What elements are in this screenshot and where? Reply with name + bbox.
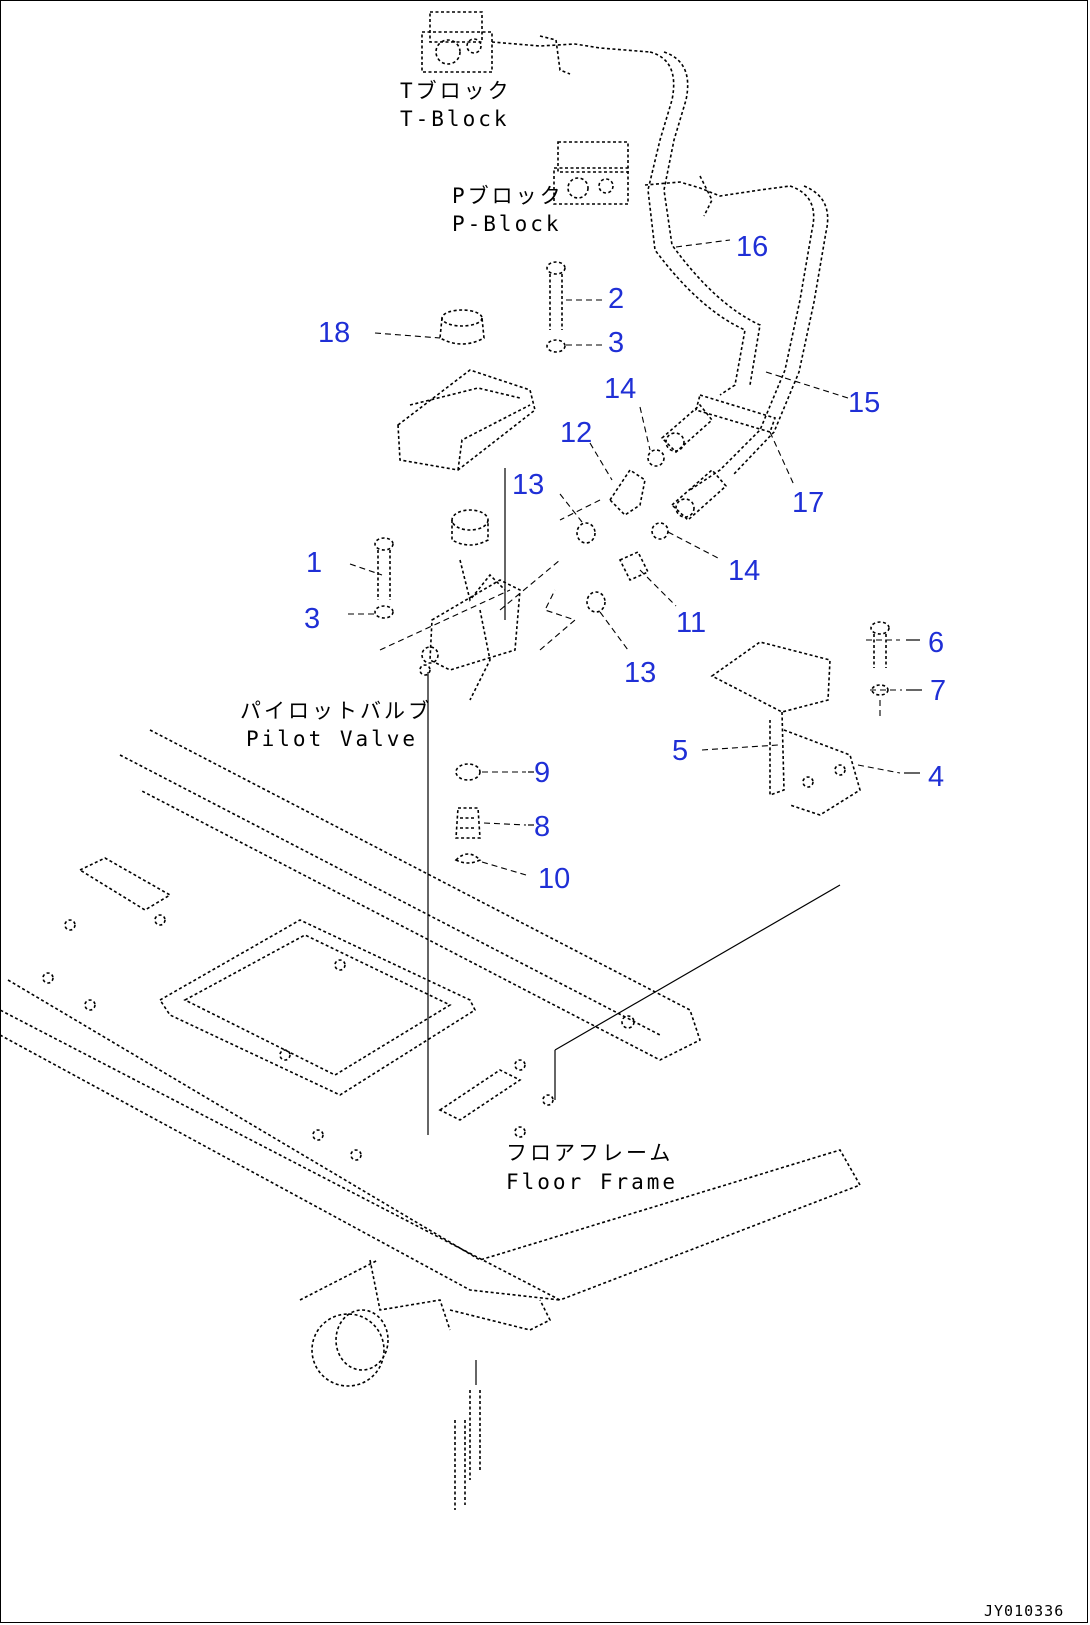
adapter-11 (618, 550, 650, 582)
p-block-label-jp: Pブロック (452, 184, 564, 208)
seal-10 (454, 853, 482, 864)
seal-13-lower (586, 591, 606, 613)
fitting-upper (660, 403, 714, 454)
callout-leaders (348, 239, 902, 876)
drawing-code: JY010336 (984, 1602, 1064, 1620)
callout-13-bottom: 13 (624, 657, 656, 689)
lower-bolts (454, 1360, 481, 1510)
callout-1: 1 (306, 547, 322, 579)
hose-15 (689, 185, 829, 491)
plug-8 (455, 807, 481, 839)
t-block-part (421, 11, 651, 75)
callout-18: 18 (318, 317, 350, 349)
callout-14-bottom: 14 (728, 555, 760, 587)
fitting-lower (670, 468, 728, 522)
callout-11: 11 (676, 607, 706, 639)
callout-13-top: 13 (512, 469, 544, 501)
callout-17: 17 (792, 487, 824, 519)
seal-14-lower (651, 522, 669, 540)
callout-10: 10 (538, 863, 570, 895)
bolt-2 (546, 261, 566, 353)
elbow-12 (608, 468, 646, 517)
bolt-1 (374, 537, 394, 619)
callout-6: 6 (928, 627, 944, 659)
callout-2: 2 (608, 283, 624, 315)
callout-12: 12 (560, 417, 592, 449)
seal-13-upper (576, 522, 596, 544)
callout-15: 15 (848, 387, 880, 419)
callout-9: 9 (534, 757, 550, 789)
callout-3-top: 3 (608, 327, 624, 359)
callout-16: 16 (736, 231, 768, 263)
ring-9 (455, 763, 481, 781)
callout-14-top: 14 (604, 373, 636, 405)
bracket-4 (710, 641, 861, 816)
pilot-valve-label-jp: パイロットバルブ (240, 699, 432, 723)
washer-7 (871, 684, 889, 696)
assembly-line-a (379, 589, 577, 651)
floor-frame (0, 729, 862, 1387)
cap-18 (439, 309, 485, 345)
callout-8: 8 (534, 811, 550, 843)
callout-7: 7 (930, 675, 946, 707)
hose-16 (647, 51, 761, 396)
seal-14-upper (647, 449, 665, 467)
assembly-line-b (499, 499, 601, 611)
callout-4: 4 (928, 761, 944, 793)
p-block-label-en: P-Block (452, 212, 562, 236)
floor-frame-label-en: Floor Frame (506, 1170, 678, 1194)
bolt-6 (870, 621, 890, 668)
pilot-valve-label-en: Pilot Valve (246, 727, 418, 751)
p-block-part (553, 141, 791, 217)
boot-cover (397, 369, 536, 471)
pilot-valve-body (419, 509, 521, 701)
callout-3-left: 3 (304, 603, 320, 635)
clamp-17 (695, 393, 777, 433)
floor-frame-label-jp: フロアフレーム (506, 1141, 673, 1165)
callout-5: 5 (672, 735, 688, 767)
t-block-label-jp: Tブロック (400, 79, 512, 103)
t-block-label-en: T-Block (400, 107, 510, 131)
